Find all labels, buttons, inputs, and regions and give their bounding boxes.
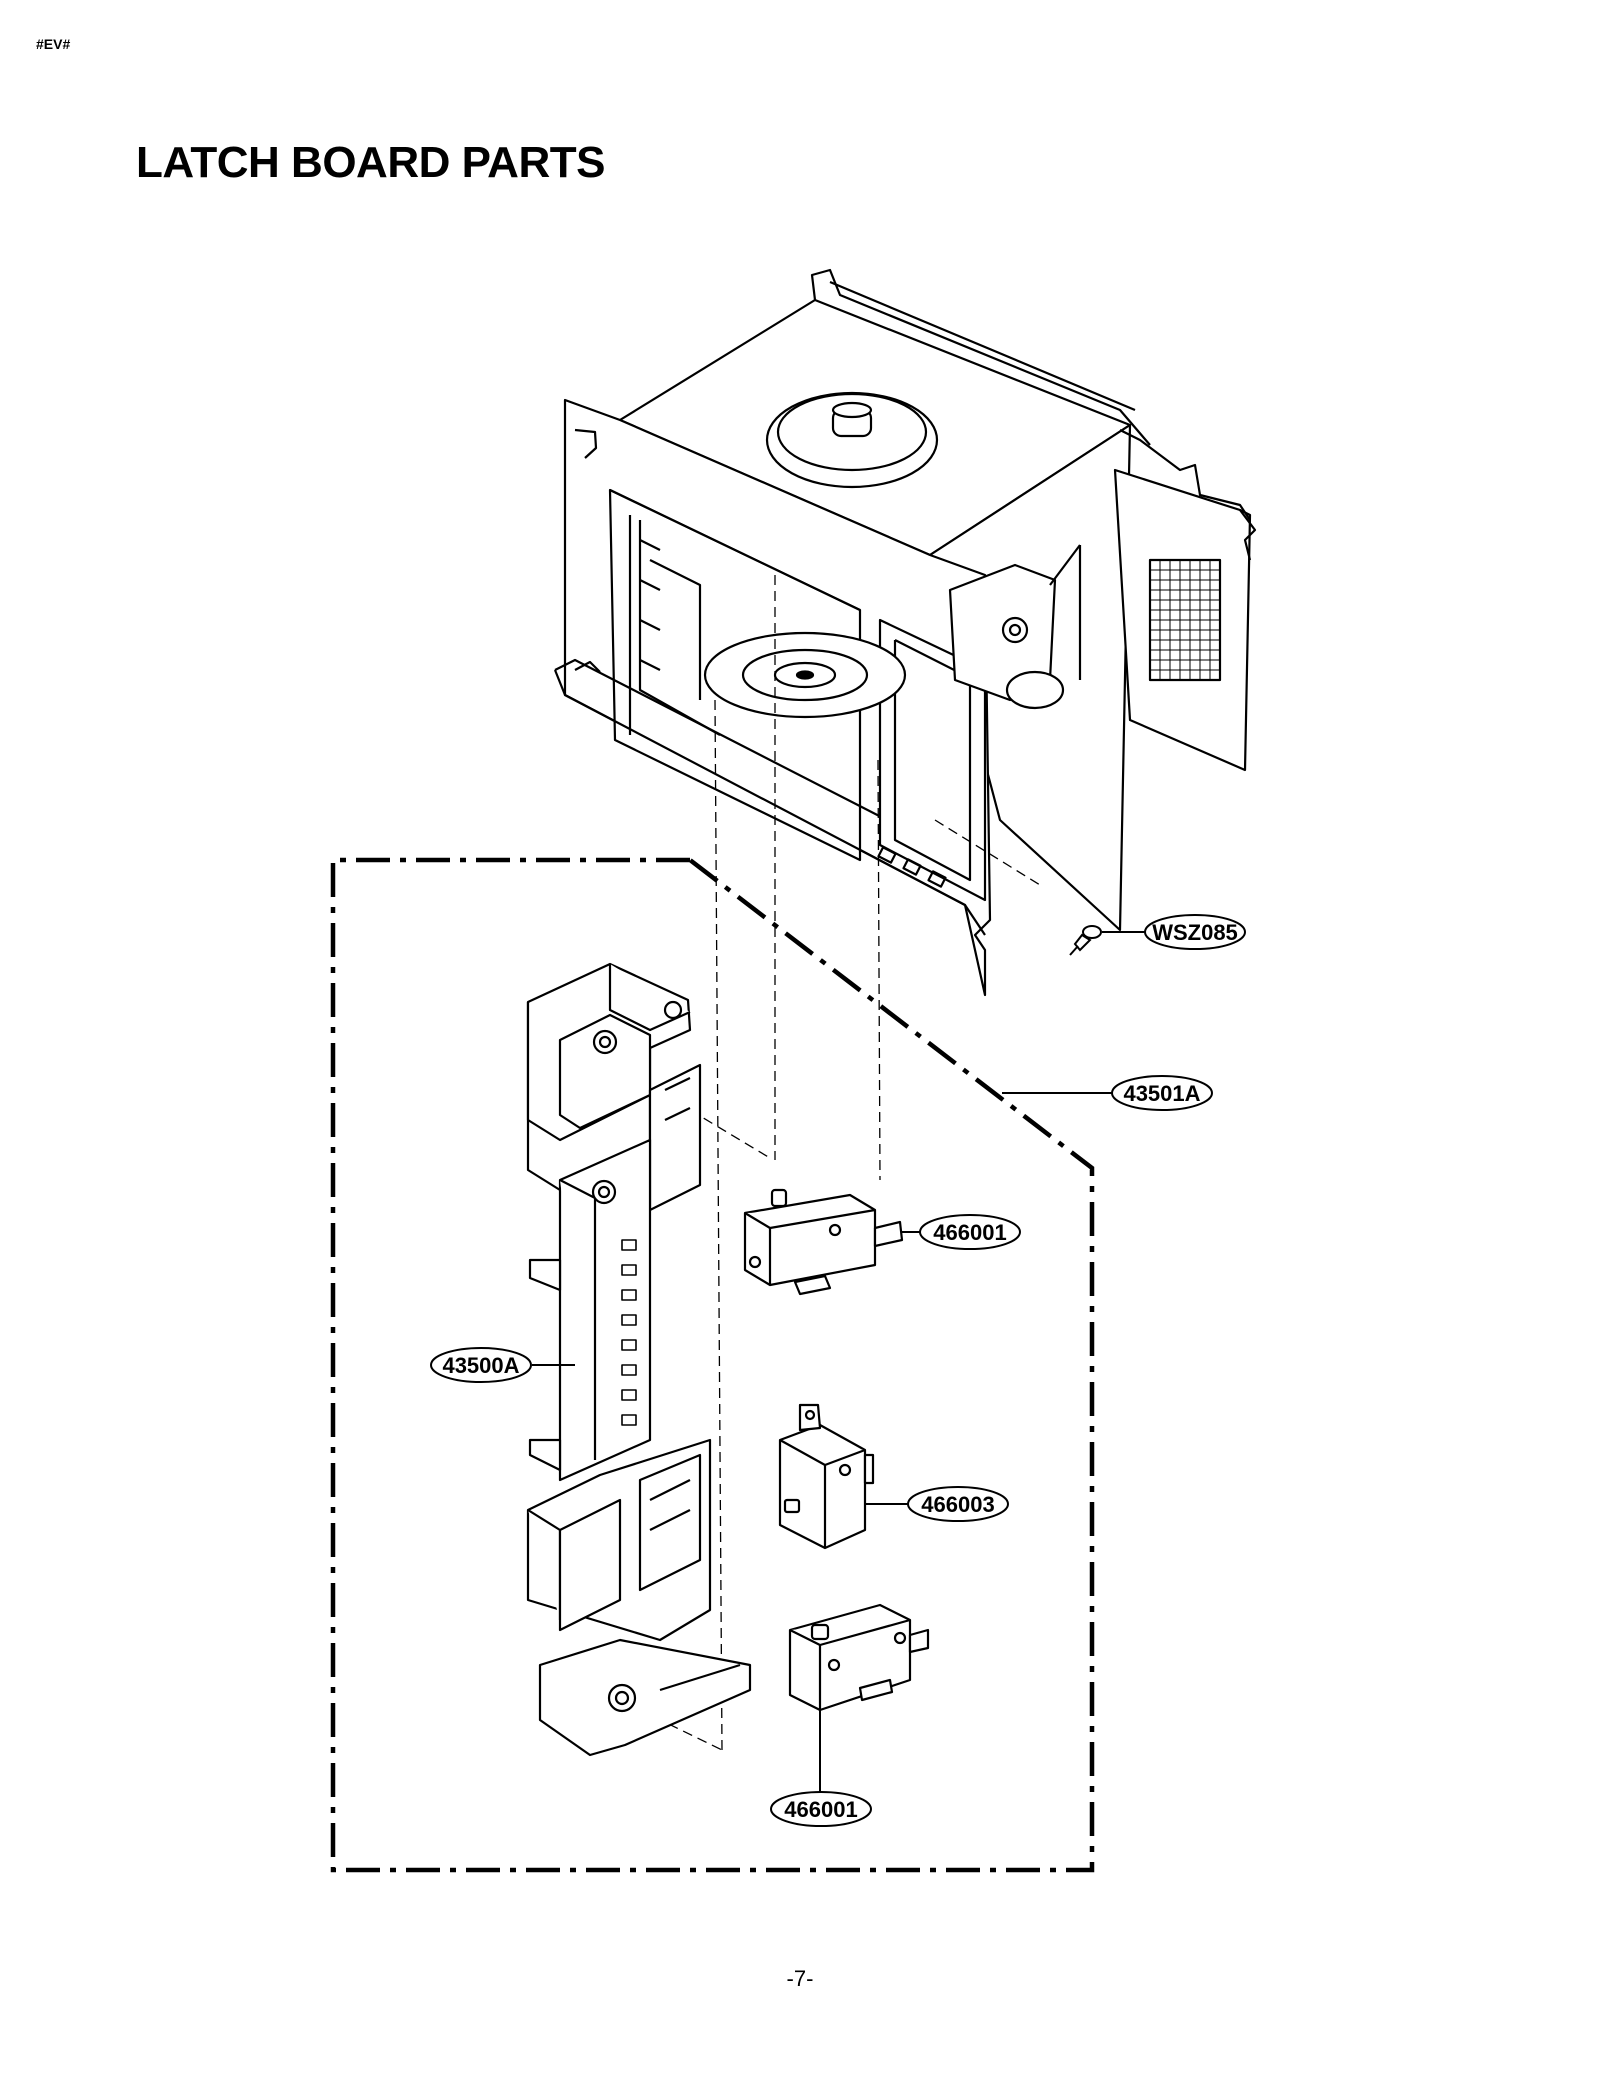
microswitch-upper [743,1188,904,1296]
callout-label-466001-upper: 466001 [933,1220,1006,1245]
latch-board [526,962,752,1757]
callout-43501a: 43501A [1111,1075,1213,1111]
microwave-cavity [553,268,1257,997]
callout-wsz085: WSZ085 [1144,914,1246,950]
document-code: #EV# [36,36,71,52]
callout-466003: 466003 [907,1486,1009,1522]
callout-label-466001-lower: 466001 [784,1797,857,1822]
screw [1069,925,1102,956]
microswitch-middle [778,1403,875,1550]
microswitch-lower [788,1603,930,1712]
callout-label-43501a: 43501A [1123,1081,1200,1106]
page-number: -7- [786,1966,814,1991]
page-title: LATCH BOARD PARTS [136,138,605,187]
leader-lines [532,931,1146,1792]
callout-label-wsz085: WSZ085 [1152,920,1238,945]
callout-466001-lower: 466001 [770,1791,872,1827]
latch-assembly-boundary [330,857,1095,1873]
callout-466001-upper: 466001 [919,1214,1021,1250]
callout-label-466003: 466003 [921,1492,994,1517]
callout-label-43500a: 43500A [442,1353,519,1378]
callout-43500a: 43500A [430,1347,532,1383]
alignment-lines [639,575,1041,1751]
